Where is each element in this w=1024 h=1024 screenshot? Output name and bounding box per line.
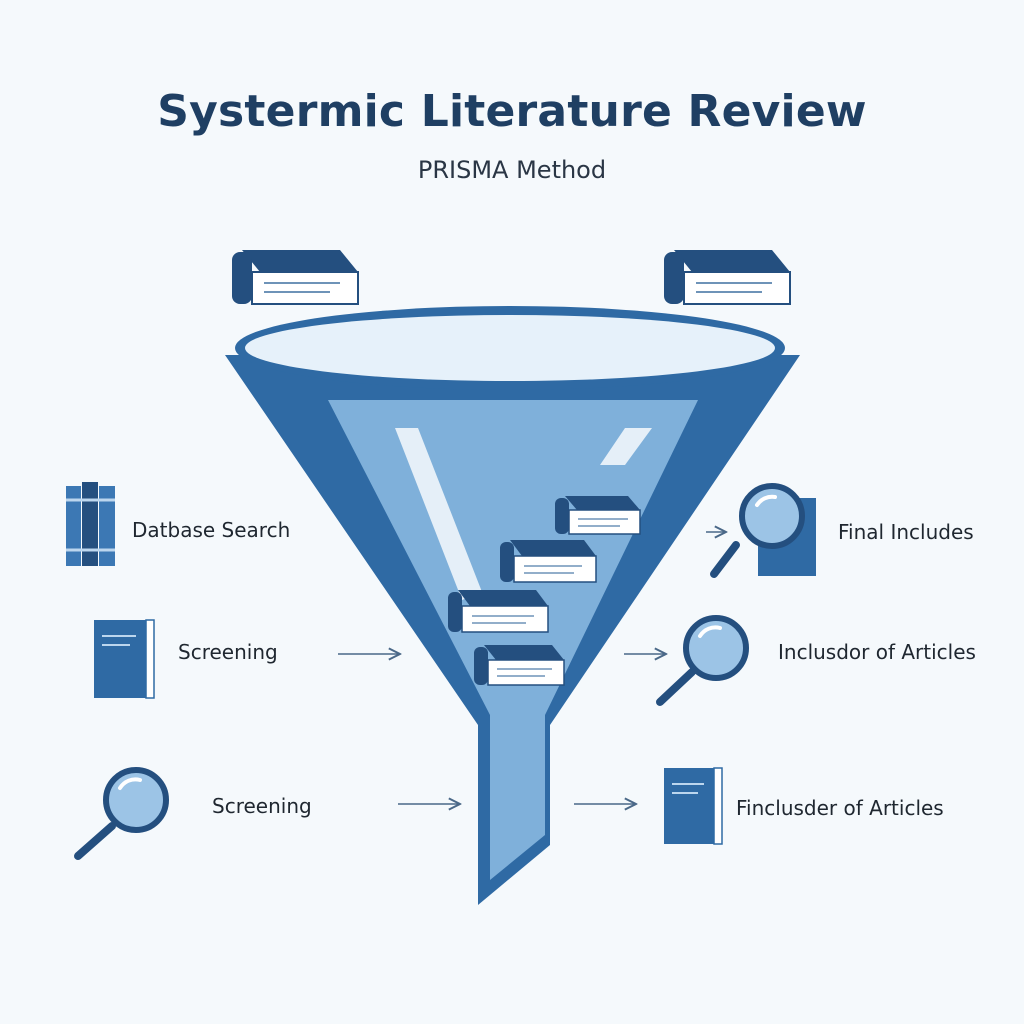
top-right-book-icon <box>664 250 791 305</box>
funnel-book-2-icon <box>500 540 597 583</box>
left-step-label: Screening <box>212 794 312 818</box>
diagram-title: Systermic Literature Review <box>157 86 867 137</box>
right-step-label: Inclusdor of Articles <box>778 640 976 664</box>
left-step-label: Datbase Search <box>132 518 291 542</box>
inclusion-magnifier-icon <box>656 615 749 706</box>
funnel-book-3-icon <box>448 590 549 633</box>
books-stack-icon <box>66 482 115 566</box>
screening-document-icon <box>94 619 155 699</box>
left-step-label: Screening <box>178 640 278 664</box>
right-step-label: Finclusder of Articles <box>736 796 944 820</box>
final-document-icon <box>664 767 723 845</box>
funnel-book-4-icon <box>474 645 565 686</box>
top-left-book-icon <box>232 250 359 305</box>
final-includes-magnifier-book-icon <box>710 483 816 578</box>
diagram-subtitle: PRISMA Method <box>417 156 607 184</box>
funnel-book-1-icon <box>555 496 641 535</box>
screening-magnifier-icon <box>74 767 169 860</box>
right-step-label: Final Includes <box>838 520 974 544</box>
